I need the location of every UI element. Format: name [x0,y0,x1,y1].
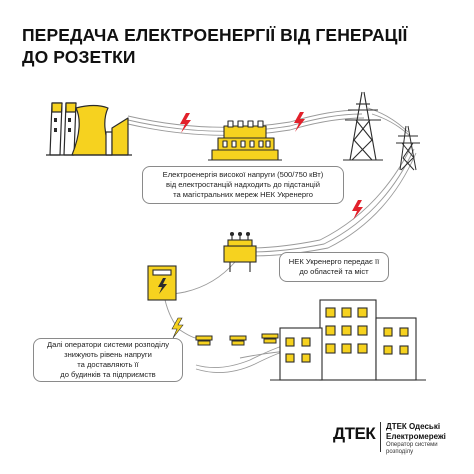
building-icon [270,299,426,381]
page-title: ПЕРЕДАЧА ЕЛЕКТРОЕНЕРГІЇ ВІД ГЕНЕРАЦІЇ ДО… [22,24,452,68]
callout-text: Електроенергія високої напруги (500/750 … [162,170,324,179]
callout-text: знижують рівень напруги [64,350,152,359]
callout-text: та магістральних мереж НЕК Укренерго [173,190,313,199]
insulator-icon [195,333,279,346]
transformer-icon [223,231,257,272]
callout-text: до областей та міст [299,267,369,276]
brand-subtitle: Оператор системи розподілу [386,442,438,456]
callout-text: до будинків та підприємств [60,370,156,379]
callout-text: від електростанцій надходить до підстанц… [166,180,320,189]
callout-text: та доставляють її [77,360,139,369]
power-lines [127,107,417,373]
callout-regions: НЕК Укренерго передає її до областей та … [279,252,389,282]
brand-block: ДТЕК ДТЕК Одеські Електромережі Оператор… [333,420,463,456]
switchboard-icon [147,265,177,301]
transmission-tower-icon [343,91,383,161]
transmission-tower-icon [396,125,420,171]
brand-divider [380,422,381,452]
brand-name: ДТЕК Одеські Електромережі [386,422,446,441]
callout-text: НЕК Укренерго передає її [288,257,380,266]
brand-name-line: Електромережі [386,431,446,441]
lightning-icon [180,113,191,133]
title-line-2: ДО РОЗЕТКИ [22,47,136,67]
dtek-logo: ДТЕК [333,424,376,443]
callout-high-voltage: Електроенергія високої напруги (500/750 … [142,166,344,204]
callout-distribution: Далі оператори системи розподілу знижуют… [33,338,183,382]
callout-text: Далі оператори системи розподілу [46,340,169,349]
title-line-1: ПЕРЕДАЧА ЕЛЕКТРОЕНЕРГІЇ ВІД ГЕНЕРАЦІЇ [22,25,408,45]
brand-subtitle-line: розподілу [386,449,414,455]
power-plant-icon [46,102,132,156]
brand-name-line: ДТЕК Одеські [386,422,441,431]
lightning-icon [171,317,184,339]
brand-subtitle-line: Оператор системи [386,442,438,448]
lightning-icon [294,112,305,132]
substation-icon [208,120,282,161]
lightning-icon [352,200,363,220]
